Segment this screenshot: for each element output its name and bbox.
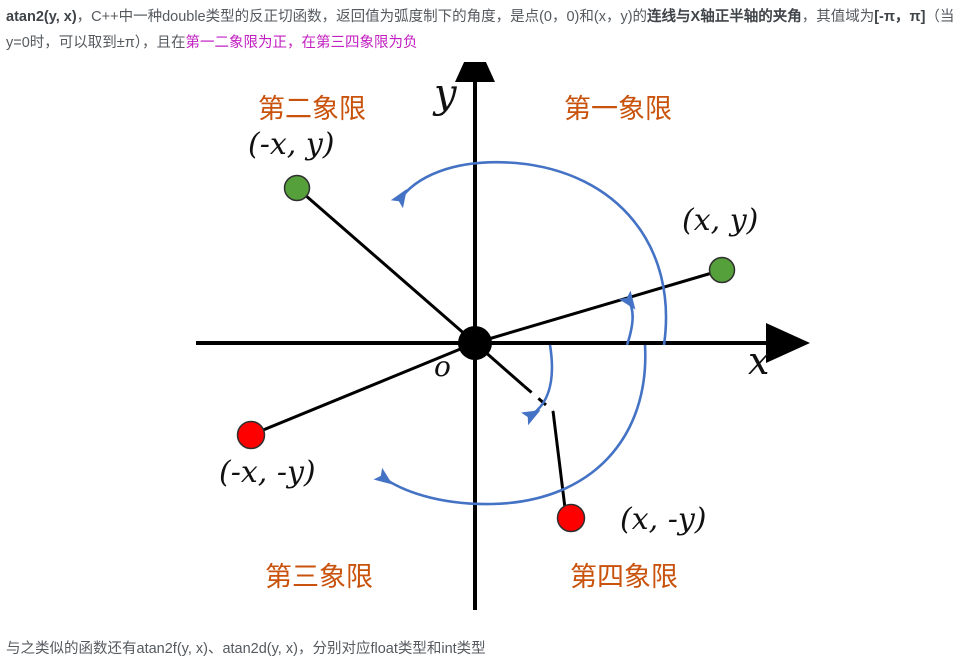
atan2-quadrant-diagram: 第二象限 第一象限 第三象限 第四象限 (-x, y) (x, y) (-x, … (0, 62, 978, 634)
point-pos-x-pos-y[interactable] (708, 256, 736, 284)
top-caption-seg-4: [-π，π] (874, 9, 926, 25)
bottom-caption: 与之类似的函数还有atan2f(y, x)、atan2d(y, x)，分别对应f… (6, 641, 486, 657)
quadrant-label-q4: 第四象限 (570, 562, 678, 593)
angle-arc-q2 (390, 160, 668, 346)
point-pos-x-neg-y[interactable] (556, 503, 586, 533)
top-caption-seg-3: ，其值域为 (801, 9, 875, 25)
quadrant-label-q3: 第三象限 (265, 562, 373, 593)
top-caption-seg-2: 连线与X轴正半轴的夹角 (647, 9, 802, 25)
point-label-neg-x-pos-y: (-x, y) (248, 127, 335, 162)
point-label-pos-x-pos-y: (x, y) (682, 203, 759, 238)
ray-to-neg-x-neg-y (250, 341, 476, 437)
ray-to-pos-x-pos-y (474, 268, 723, 345)
angle-arc-q1 (618, 290, 636, 346)
origin-dot (458, 326, 492, 360)
point-neg-x-pos-y[interactable] (283, 174, 311, 202)
top-caption-seg-5: （当y=0时，可以取到±π），且在 (6, 9, 955, 51)
origin-label: o (434, 350, 451, 383)
top-caption-seg-0: atan2(y, x) (6, 9, 77, 25)
top-caption-seg-1: ，C++中一种double类型的反正切函数，返回值为弧度制下的角度，是点(0，0… (76, 9, 648, 25)
point-label-neg-x-neg-y: (-x, -y) (219, 455, 316, 490)
point-label-pos-x-neg-y: (x, -y) (620, 502, 707, 537)
ray-to-pos-x-neg-y-dashed (523, 384, 554, 413)
top-caption: atan2(y, x)，C++中一种double类型的反正切函数，返回值为弧度制… (6, 4, 974, 56)
ray-to-pos-x-neg-y-end (551, 410, 567, 509)
angle-arc-q3 (373, 344, 647, 506)
diagram-svg (196, 62, 810, 610)
point-neg-x-neg-y[interactable] (236, 420, 266, 450)
top-caption-seg-6-highlight: 第一二象限为正，在第三四象限为负 (185, 35, 418, 51)
angle-arc-q4 (521, 344, 554, 426)
x-axis-label: x (748, 339, 770, 383)
ray-to-neg-x-pos-y (296, 186, 476, 345)
y-axis-label: y (434, 71, 457, 117)
quadrant-label-q1: 第一象限 (564, 94, 672, 125)
quadrant-label-q2: 第二象限 (258, 94, 366, 125)
